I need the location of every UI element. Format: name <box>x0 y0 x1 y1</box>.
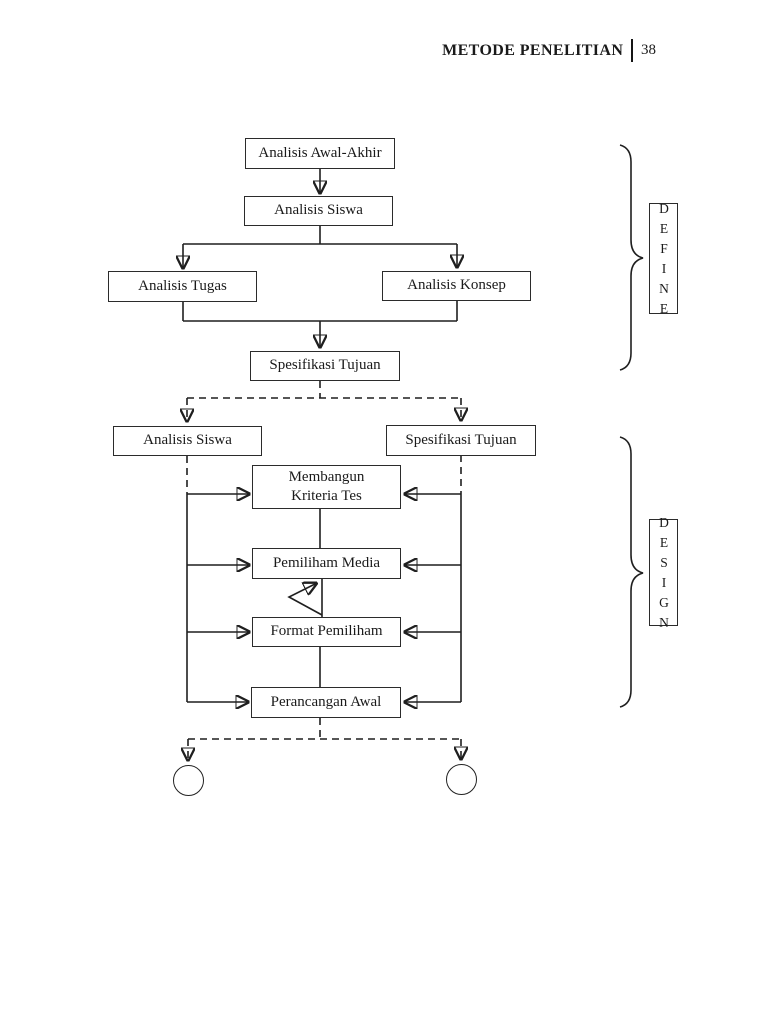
flow-box-analisis-siswa-top: Analisis Siswa <box>244 196 393 226</box>
flow-box-analisis-konsep: Analisis Konsep <box>382 271 531 301</box>
flow-box-pemiliham-media: Pemiliham Media <box>252 548 401 579</box>
define-brace <box>619 144 644 371</box>
flow-box-analisis-awal-akhir: Analisis Awal-Akhir <box>245 138 395 169</box>
flow-box-spesifikasi-tujuan-top: Spesifikasi Tujuan <box>250 351 400 381</box>
phase-label-define: DEFINE <box>649 201 678 321</box>
flow-box-spesifikasi-tujuan-mid: Spesifikasi Tujuan <box>386 425 536 456</box>
terminal-circle-right <box>446 764 477 795</box>
page-header: METODE PENELITIAN 38 <box>442 39 656 62</box>
phase-label-design: DESIGN <box>649 515 678 635</box>
phase-label-define-text: DEFINE <box>656 201 672 321</box>
flow-box-analisis-siswa-mid: Analisis Siswa <box>113 426 262 456</box>
header-divider-bar <box>631 39 633 62</box>
terminal-circle-left <box>173 765 204 796</box>
design-brace <box>619 436 644 708</box>
phase-label-design-text: DESIGN <box>656 515 672 635</box>
flow-box-perancangan-awal: Perancangan Awal <box>251 687 401 718</box>
page-number: 38 <box>641 42 656 58</box>
flow-box-format-pemiliham: Format Pemiliham <box>252 617 401 647</box>
flow-box-membangun-kriteria-tes: Membangun Kriteria Tes <box>252 465 401 509</box>
header-title: METODE PENELITIAN <box>442 41 624 59</box>
flow-box-analisis-tugas: Analisis Tugas <box>108 271 257 302</box>
